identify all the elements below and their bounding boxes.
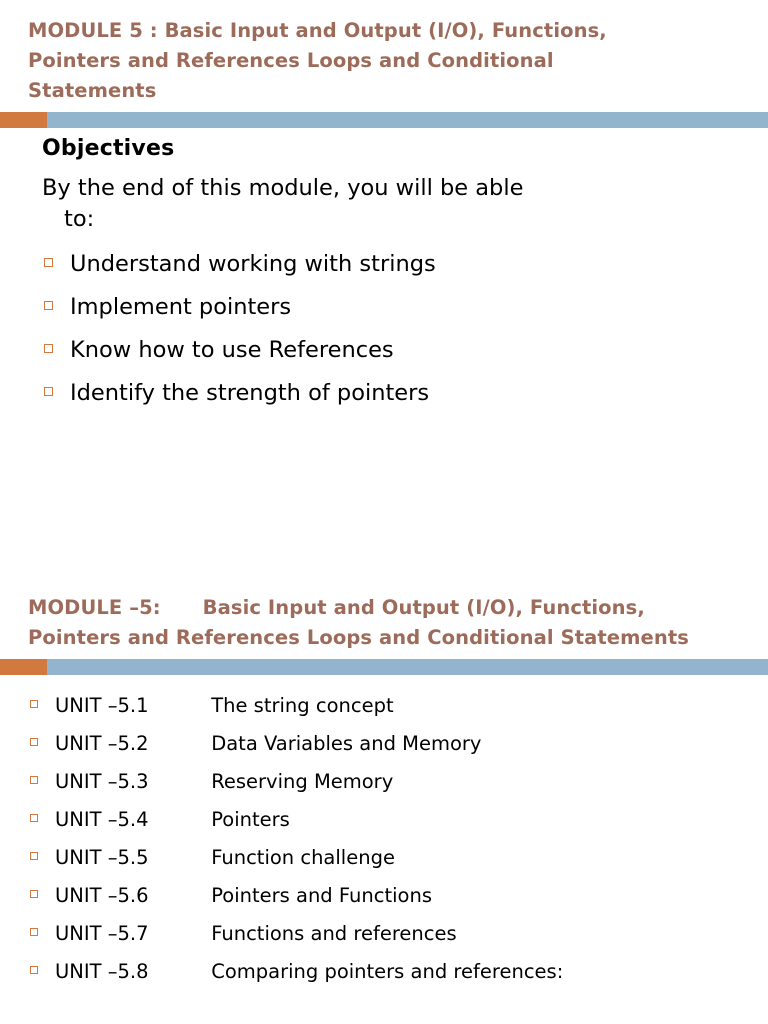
objective-text: Know how to use References (70, 337, 394, 363)
square-bullet-icon (30, 852, 38, 860)
unit-code: UNIT –5.4 (55, 808, 149, 831)
unit-name: Reserving Memory (211, 770, 394, 793)
list-item: Understand working with strings (0, 249, 768, 292)
list-item: Know how to use References (0, 335, 768, 378)
square-bullet-icon (30, 966, 38, 974)
square-bullet-icon (30, 738, 38, 746)
unit-list: UNIT –5.1 The string concept UNIT –5.2 D… (0, 693, 768, 997)
square-bullet-icon (30, 700, 38, 708)
unit-code: UNIT –5.1 (55, 694, 149, 717)
unit-code: UNIT –5.3 (55, 770, 149, 793)
list-item: UNIT –5.3 Reserving Memory (0, 769, 768, 807)
unit-code: UNIT –5.8 (55, 960, 149, 983)
square-bullet-icon (30, 814, 38, 822)
list-item: UNIT –5.2 Data Variables and Memory (0, 731, 768, 769)
list-item: UNIT –5.5 Function challenge (0, 845, 768, 883)
unit-name: Function challenge (211, 846, 395, 869)
square-bullet-icon (44, 387, 53, 396)
unit-code: UNIT –5.2 (55, 732, 149, 755)
objectives-heading: Objectives (42, 136, 175, 161)
divider-accent-right (47, 112, 768, 128)
slide-2-title-prefix: MODULE –5: (28, 596, 161, 619)
slide-1-title: MODULE 5 : Basic Input and Output (I/O),… (28, 19, 607, 102)
unit-name: Data Variables and Memory (211, 732, 482, 755)
list-item: UNIT –5.6 Pointers and Functions (0, 883, 768, 921)
unit-code: UNIT –5.7 (55, 922, 149, 945)
objectives-intro-line-2: to: (64, 206, 95, 232)
unit-name: The string concept (211, 694, 394, 717)
unit-code: UNIT –5.5 (55, 846, 149, 869)
unit-name: Pointers (211, 808, 290, 831)
square-bullet-icon (30, 928, 38, 936)
list-item: UNIT –5.4 Pointers (0, 807, 768, 845)
slide-objectives: MODULE 5 : Basic Input and Output (I/O),… (0, 19, 768, 421)
list-item: UNIT –5.1 The string concept (0, 693, 768, 731)
list-item: Identify the strength of pointers (0, 378, 768, 421)
unit-name: Pointers and Functions (211, 884, 432, 907)
square-bullet-icon (44, 344, 53, 353)
objective-text: Understand working with strings (70, 251, 436, 277)
square-bullet-icon (44, 258, 53, 267)
list-item: Implement pointers (0, 292, 768, 335)
slide-2-divider-bar (0, 659, 768, 675)
objective-text: Identify the strength of pointers (70, 380, 430, 406)
slide-module-units: MODULE –5:Basic Input and Output (I/O), … (0, 575, 768, 1024)
objectives-intro: By the end of this module, you will be a… (42, 173, 692, 235)
objectives-list: Understand working with strings Implemen… (0, 249, 768, 421)
objectives-intro-line-1: By the end of this module, you will be a… (42, 175, 524, 201)
square-bullet-icon (30, 776, 38, 784)
square-bullet-icon (30, 890, 38, 898)
slide-2-title: MODULE –5:Basic Input and Output (I/O), … (28, 593, 698, 653)
unit-code: UNIT –5.6 (55, 884, 149, 907)
divider-accent-right (47, 659, 768, 675)
objective-text: Implement pointers (70, 294, 292, 320)
slide-2-title-rest: Basic Input and Output (I/O), Functions,… (28, 596, 689, 649)
divider-accent-left (0, 659, 47, 675)
square-bullet-icon (44, 301, 53, 310)
unit-name: Comparing pointers and references: (211, 960, 564, 983)
list-item: UNIT –5.8 Comparing pointers and referen… (0, 959, 768, 997)
unit-name: Functions and references (211, 922, 457, 945)
slide-1-divider-bar (0, 112, 768, 128)
divider-accent-left (0, 112, 47, 128)
list-item: UNIT –5.7 Functions and references (0, 921, 768, 959)
